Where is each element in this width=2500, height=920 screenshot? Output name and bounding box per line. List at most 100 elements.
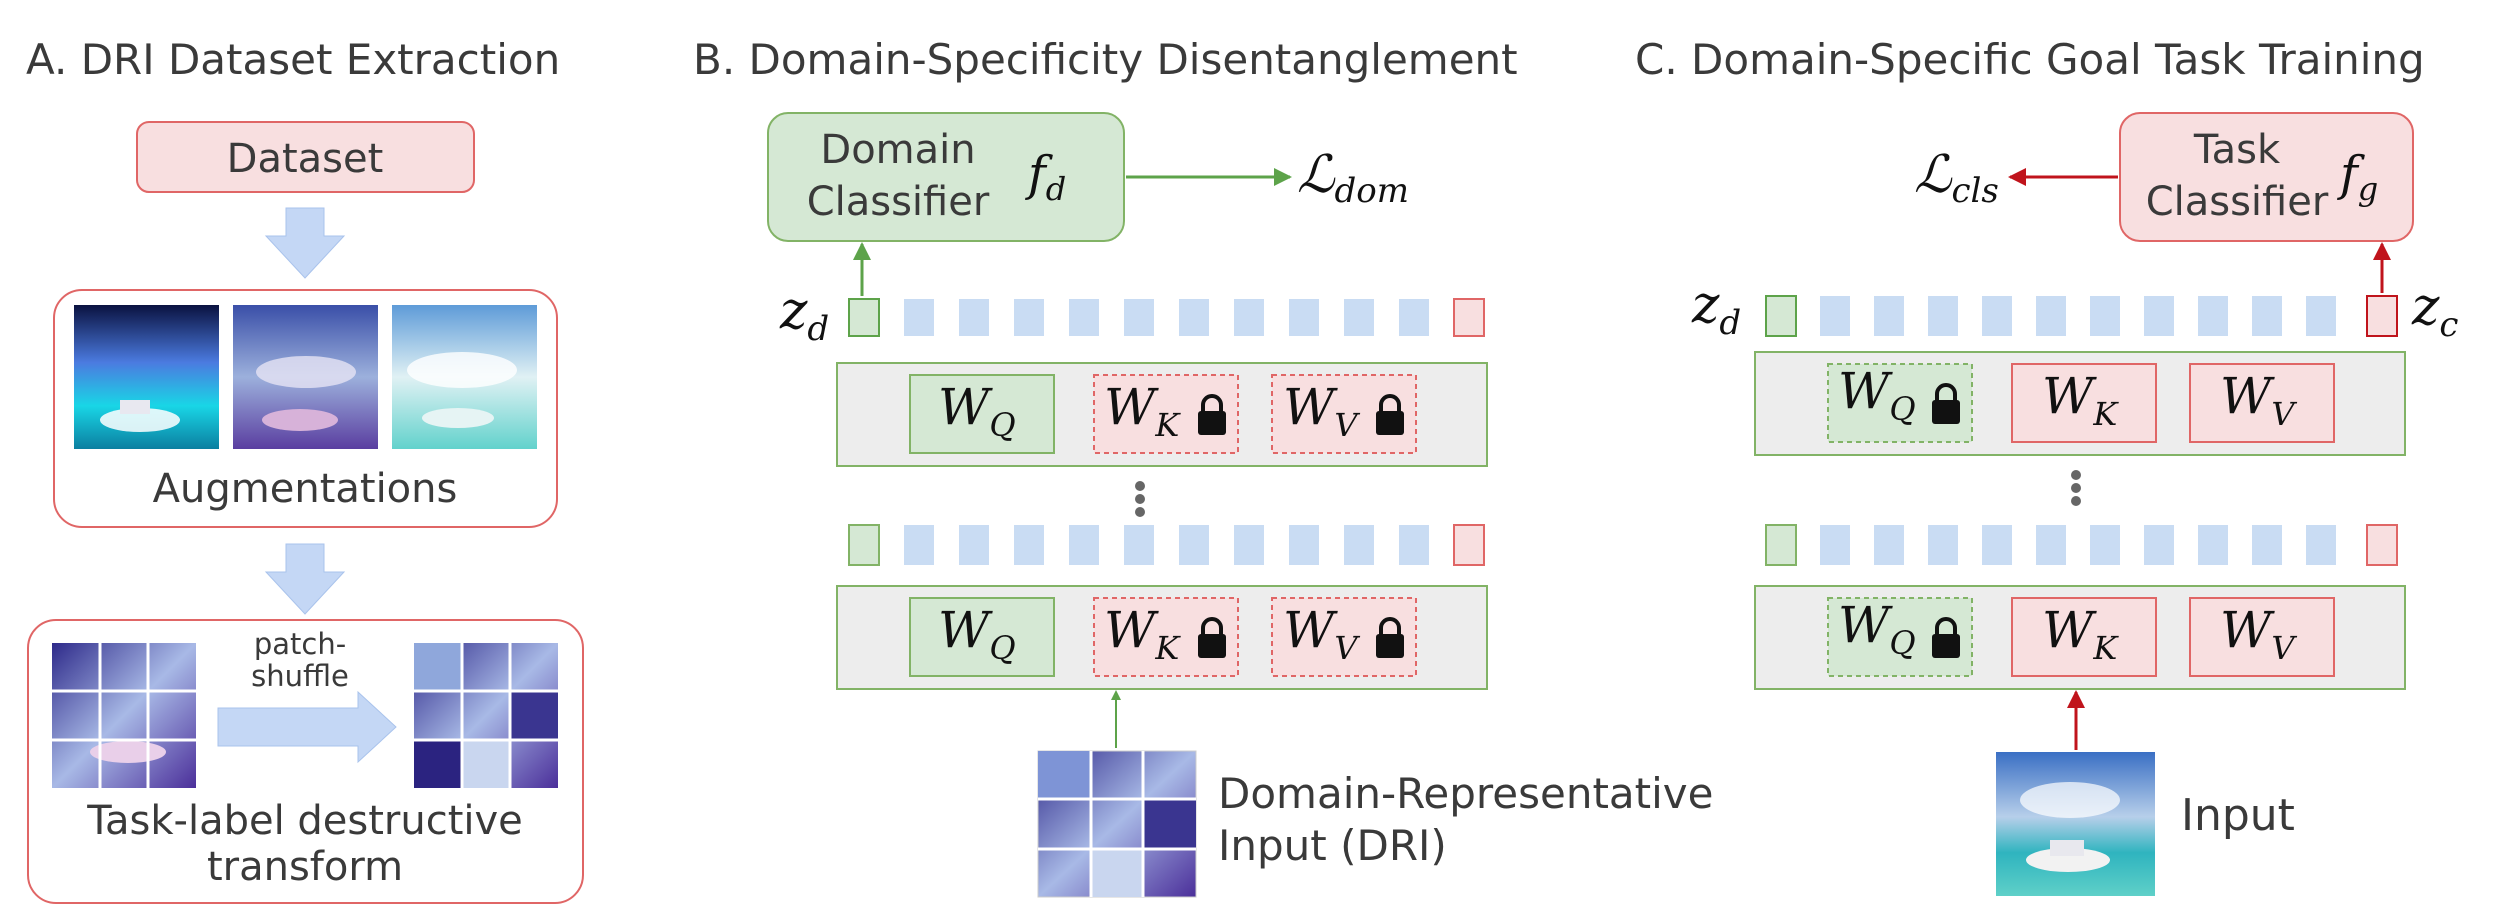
token-row-c-top [1765, 295, 2398, 337]
token-row-b-top [848, 298, 1485, 337]
patch-token [1874, 525, 1904, 565]
patch-token [1069, 299, 1099, 336]
wk-label: WK [2042, 601, 2119, 667]
patch-token [959, 525, 989, 565]
panel-a-title: A. DRI Dataset Extraction [26, 35, 560, 84]
wk-label: WK [2042, 367, 2119, 433]
augmentations-label: Augmentations [153, 466, 458, 512]
patch-token [904, 299, 934, 336]
patch-token [1344, 525, 1374, 565]
layer-ellipsis-c [2071, 470, 2081, 506]
patch-token [1179, 525, 1209, 565]
zc-token [1453, 524, 1485, 566]
patch-token [1399, 299, 1429, 336]
task-classifier-box [2119, 112, 2414, 242]
input-image [1996, 752, 2155, 896]
patch-token [904, 525, 934, 565]
patch-token [2306, 296, 2336, 336]
task-classifier-label-1: Task [2193, 127, 2281, 173]
patch-token [1982, 525, 2012, 565]
wv-block [2189, 597, 2335, 677]
patch-shuffle-label-1: patch- [254, 627, 346, 661]
patch-token [1344, 299, 1374, 336]
patch-token [2036, 525, 2066, 565]
zd-token [1765, 295, 1797, 337]
zd-symbol-b: zd [779, 281, 829, 349]
wk-label: WK [1104, 601, 1181, 667]
wk-block-frozen [1093, 597, 1239, 677]
patch-token [2198, 296, 2228, 336]
patch-token [1982, 296, 2012, 336]
lock-icon [1376, 394, 1404, 435]
patch-token [2198, 525, 2228, 565]
domain-classifier-label-1: Domain [820, 127, 975, 173]
panel-b-title: B. Domain-Specificity Disentanglement [693, 35, 1518, 84]
patch-token [2252, 525, 2282, 565]
patch-token [1874, 296, 1904, 336]
down-arrow-2 [264, 543, 346, 615]
zc-symbol-c: zc [2411, 277, 2458, 345]
patch-token [959, 299, 989, 336]
patch-token [2036, 296, 2066, 336]
zd-token [848, 298, 880, 337]
patch-token [2090, 525, 2120, 565]
augmentation-image-1 [74, 305, 219, 449]
domain-loss-symbol: ℒdom [1297, 145, 1409, 211]
panel-c-title: C. Domain-Specific Goal Task Training [1635, 35, 2425, 84]
token-row-b-bottom [848, 524, 1485, 566]
token-row-c-bottom [1765, 524, 2398, 566]
patch-token [1124, 525, 1154, 565]
patch-token [2144, 296, 2174, 336]
patch-token [1289, 525, 1319, 565]
wq-label: WQ [1838, 596, 1916, 662]
original-patch-image [52, 643, 196, 788]
wv-label: WV [2220, 367, 2297, 433]
patch-token [1928, 525, 1958, 565]
wk-block [2011, 597, 2157, 677]
dri-input-label-1: Domain-Representative [1218, 769, 1714, 818]
patch-token [1014, 299, 1044, 336]
patch-token [2090, 296, 2120, 336]
transform-label-2: transform [207, 844, 403, 890]
lock-icon [1932, 383, 1960, 424]
patch-token [1399, 525, 1429, 565]
patch-token [1820, 296, 1850, 336]
patch-token [1124, 299, 1154, 336]
lock-icon [1198, 394, 1226, 435]
cls-loss-symbol: ℒcls [1914, 145, 1999, 211]
patch-token [2144, 525, 2174, 565]
wv-label: WV [1283, 601, 1360, 667]
patch-shuffle-arrow [217, 690, 397, 764]
patch-token [1069, 525, 1099, 565]
wq-label: WQ [1838, 362, 1916, 428]
dataset-box [136, 121, 475, 193]
wv-block [2189, 363, 2335, 443]
dri-input-image [1037, 750, 1197, 898]
task-classifier-label-2: Classifier [2146, 179, 2329, 225]
wv-label: WV [2220, 601, 2297, 667]
lock-icon [1198, 617, 1226, 658]
wq-label: WQ [938, 378, 1016, 444]
lock-icon [1932, 617, 1960, 658]
patch-token [1928, 296, 1958, 336]
input-label: Input [2181, 790, 2295, 841]
shuffled-patch-image [414, 643, 558, 788]
zd-token [1765, 524, 1797, 566]
zc-token [2366, 524, 2398, 566]
patch-token [1820, 525, 1850, 565]
wk-label: WK [1104, 378, 1181, 444]
patch-token [1234, 525, 1264, 565]
zc-token [1453, 298, 1485, 337]
zd-token [848, 524, 880, 566]
lock-icon [1376, 617, 1404, 658]
patch-shuffle-label-2: shuffle [251, 659, 349, 693]
augmentation-image-2 [233, 305, 378, 449]
patch-token [1289, 299, 1319, 336]
transform-label-1: Task-label destructive [86, 798, 523, 844]
wq-block [909, 374, 1055, 454]
patch-token [1234, 299, 1264, 336]
patch-token [2252, 296, 2282, 336]
domain-classifier-label-2: Classifier [807, 179, 990, 225]
wq-label: WQ [938, 601, 1016, 667]
zc-token [2366, 295, 2398, 337]
